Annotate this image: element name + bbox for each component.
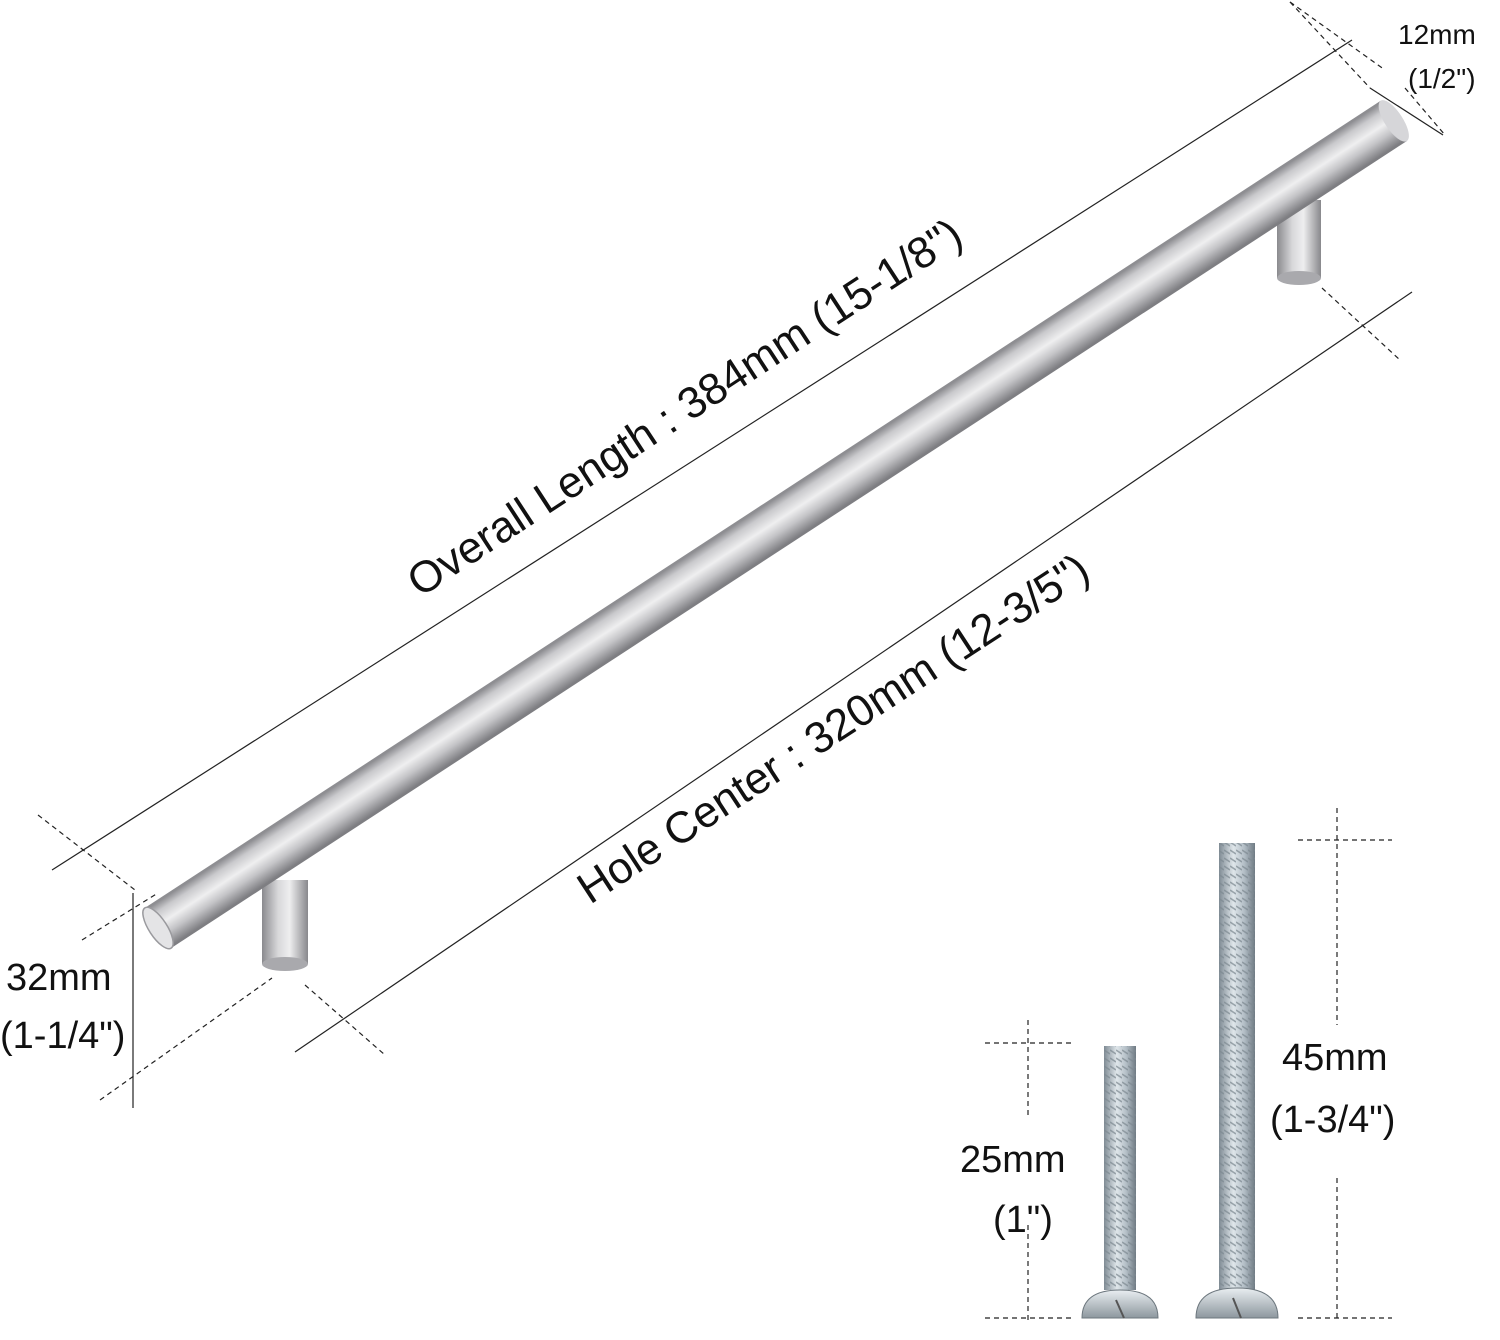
- long-screw: [1195, 843, 1279, 1319]
- diameter-line: [1369, 87, 1444, 136]
- overall-length-tick-right: [1289, 1, 1386, 71]
- diameter-tick-top: [1289, 1, 1371, 89]
- height-in-label: (1-1/4"): [0, 1015, 125, 1057]
- diameter-mm-label: 12mm: [1398, 19, 1476, 50]
- short-screw-dimension: 25mm (1"): [960, 1020, 1075, 1320]
- overall-length-line: [51, 39, 1353, 871]
- long-screw-mm-label: 45mm: [1282, 1037, 1388, 1079]
- short-screw-in-label: (1"): [993, 1199, 1053, 1241]
- height-tick-bottom: [99, 977, 273, 1101]
- long-screw-dimension: 45mm (1-3/4"): [1270, 808, 1395, 1320]
- hole-center-tick-left: [304, 984, 386, 1056]
- diameter-in-label: (1/2"): [1408, 63, 1476, 94]
- diameter-dimension: 12mm (1/2"): [1289, 1, 1476, 136]
- overall-length-dimension: Overall Length : 384mm (15-1/8"): [37, 1, 1386, 891]
- height-mm-label: 32mm: [6, 957, 112, 999]
- height-tick-top: [81, 892, 159, 941]
- diameter-tick-bottom: [1404, 87, 1446, 136]
- hole-center-line: [294, 291, 1413, 1053]
- mounting-post-left: [262, 880, 308, 971]
- height-dimension: 32mm (1-1/4"): [0, 892, 273, 1108]
- hole-center-tick-right: [1321, 287, 1401, 361]
- overall-length-label: Overall Length : 384mm (15-1/8"): [399, 209, 971, 606]
- overall-length-tick-left: [37, 814, 136, 891]
- short-screw-mm-label: 25mm: [960, 1139, 1066, 1181]
- bar-end-cap-left: [142, 906, 174, 950]
- long-screw-in-label: (1-3/4"): [1270, 1099, 1395, 1141]
- handle-bar: [142, 100, 1409, 950]
- bar-end-cap-right: [1378, 100, 1409, 142]
- short-screw: [1081, 1046, 1159, 1319]
